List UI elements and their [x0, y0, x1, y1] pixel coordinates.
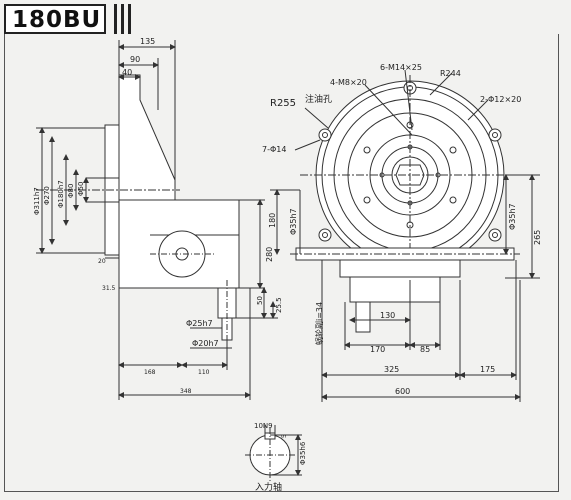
label-6-m14x25: 6-M14×25	[380, 63, 422, 72]
front-base	[349, 276, 441, 303]
shaft-section-labels: 10N9 5 Φ35h6 入力轴	[254, 422, 307, 493]
label-r255: R255	[270, 98, 296, 109]
label-2-phi12x20: 2-Φ12×20	[480, 95, 521, 104]
shaft-phi20h7: Φ20h7	[192, 339, 219, 348]
front-view	[270, 69, 540, 402]
dim-phi180h7: Φ180h7	[57, 180, 65, 208]
dim-348: 348	[180, 388, 192, 395]
side-view	[36, 40, 278, 400]
dim-25-5: 25.5	[275, 297, 283, 313]
shaft-section	[245, 425, 302, 482]
dim-phi270: Φ270	[43, 186, 51, 205]
shaft-phi35h7-left: Φ35h7	[289, 208, 298, 235]
dim-20: 20	[98, 258, 106, 265]
dim-135: 135	[140, 37, 155, 46]
side-upper-housing	[118, 74, 176, 201]
front-bottom-shaft	[355, 301, 371, 333]
label-input-shaft: 入力轴	[255, 481, 282, 493]
dim-600: 600	[395, 387, 410, 396]
dim-265: 265	[533, 230, 542, 245]
dim-phi50: Φ50	[77, 182, 85, 196]
label-worm-gear-ratio: 蜗轮副i=34	[314, 302, 324, 345]
title-bars-decoration	[112, 4, 134, 34]
label-key-10n9: 10N9	[254, 422, 273, 430]
dim-85: 85	[420, 345, 430, 354]
shaft-phi25h7: Φ25h7	[186, 319, 213, 328]
label-4-m8x20: 4-M8×20	[330, 78, 367, 87]
label-7-phi14: 7-Φ14	[262, 145, 286, 154]
dim-168: 168	[144, 369, 156, 376]
dim-40: 40	[122, 68, 132, 77]
dim-130: 130	[380, 311, 395, 320]
label-phi35h6: Φ35h6	[299, 441, 307, 465]
title-box: 180BU	[4, 4, 106, 34]
dim-50: 50	[256, 296, 264, 305]
label-r244: R244	[440, 69, 461, 78]
dim-110: 110	[198, 369, 210, 376]
side-view-labels: 135 90 40 Φ311h7 Φ270 Φ180h7 Φ80 Φ50 20 …	[33, 37, 283, 395]
dim-phi80: Φ80	[67, 184, 75, 198]
dim-175: 175	[480, 365, 495, 374]
dim-325: 325	[384, 365, 399, 374]
dim-170: 170	[370, 345, 385, 354]
label-key-depth-5: 5	[281, 434, 288, 438]
dim-31-5: 31.5	[102, 285, 116, 292]
dim-280: 280	[265, 247, 274, 262]
label-oil-fill-hole: 注油孔	[305, 93, 332, 105]
model-title: 180BU	[12, 7, 102, 33]
shaft-phi35h7-right: Φ35h7	[508, 203, 517, 230]
sheet-frame	[4, 34, 559, 492]
dim-180-front: 180	[268, 213, 277, 228]
front-view-labels: R255 注油孔 4-M8×20 6-M14×25 R244 2-Φ12×20 …	[262, 63, 542, 396]
dim-90: 90	[130, 55, 140, 64]
dim-phi311h7: Φ311h7	[33, 187, 41, 215]
